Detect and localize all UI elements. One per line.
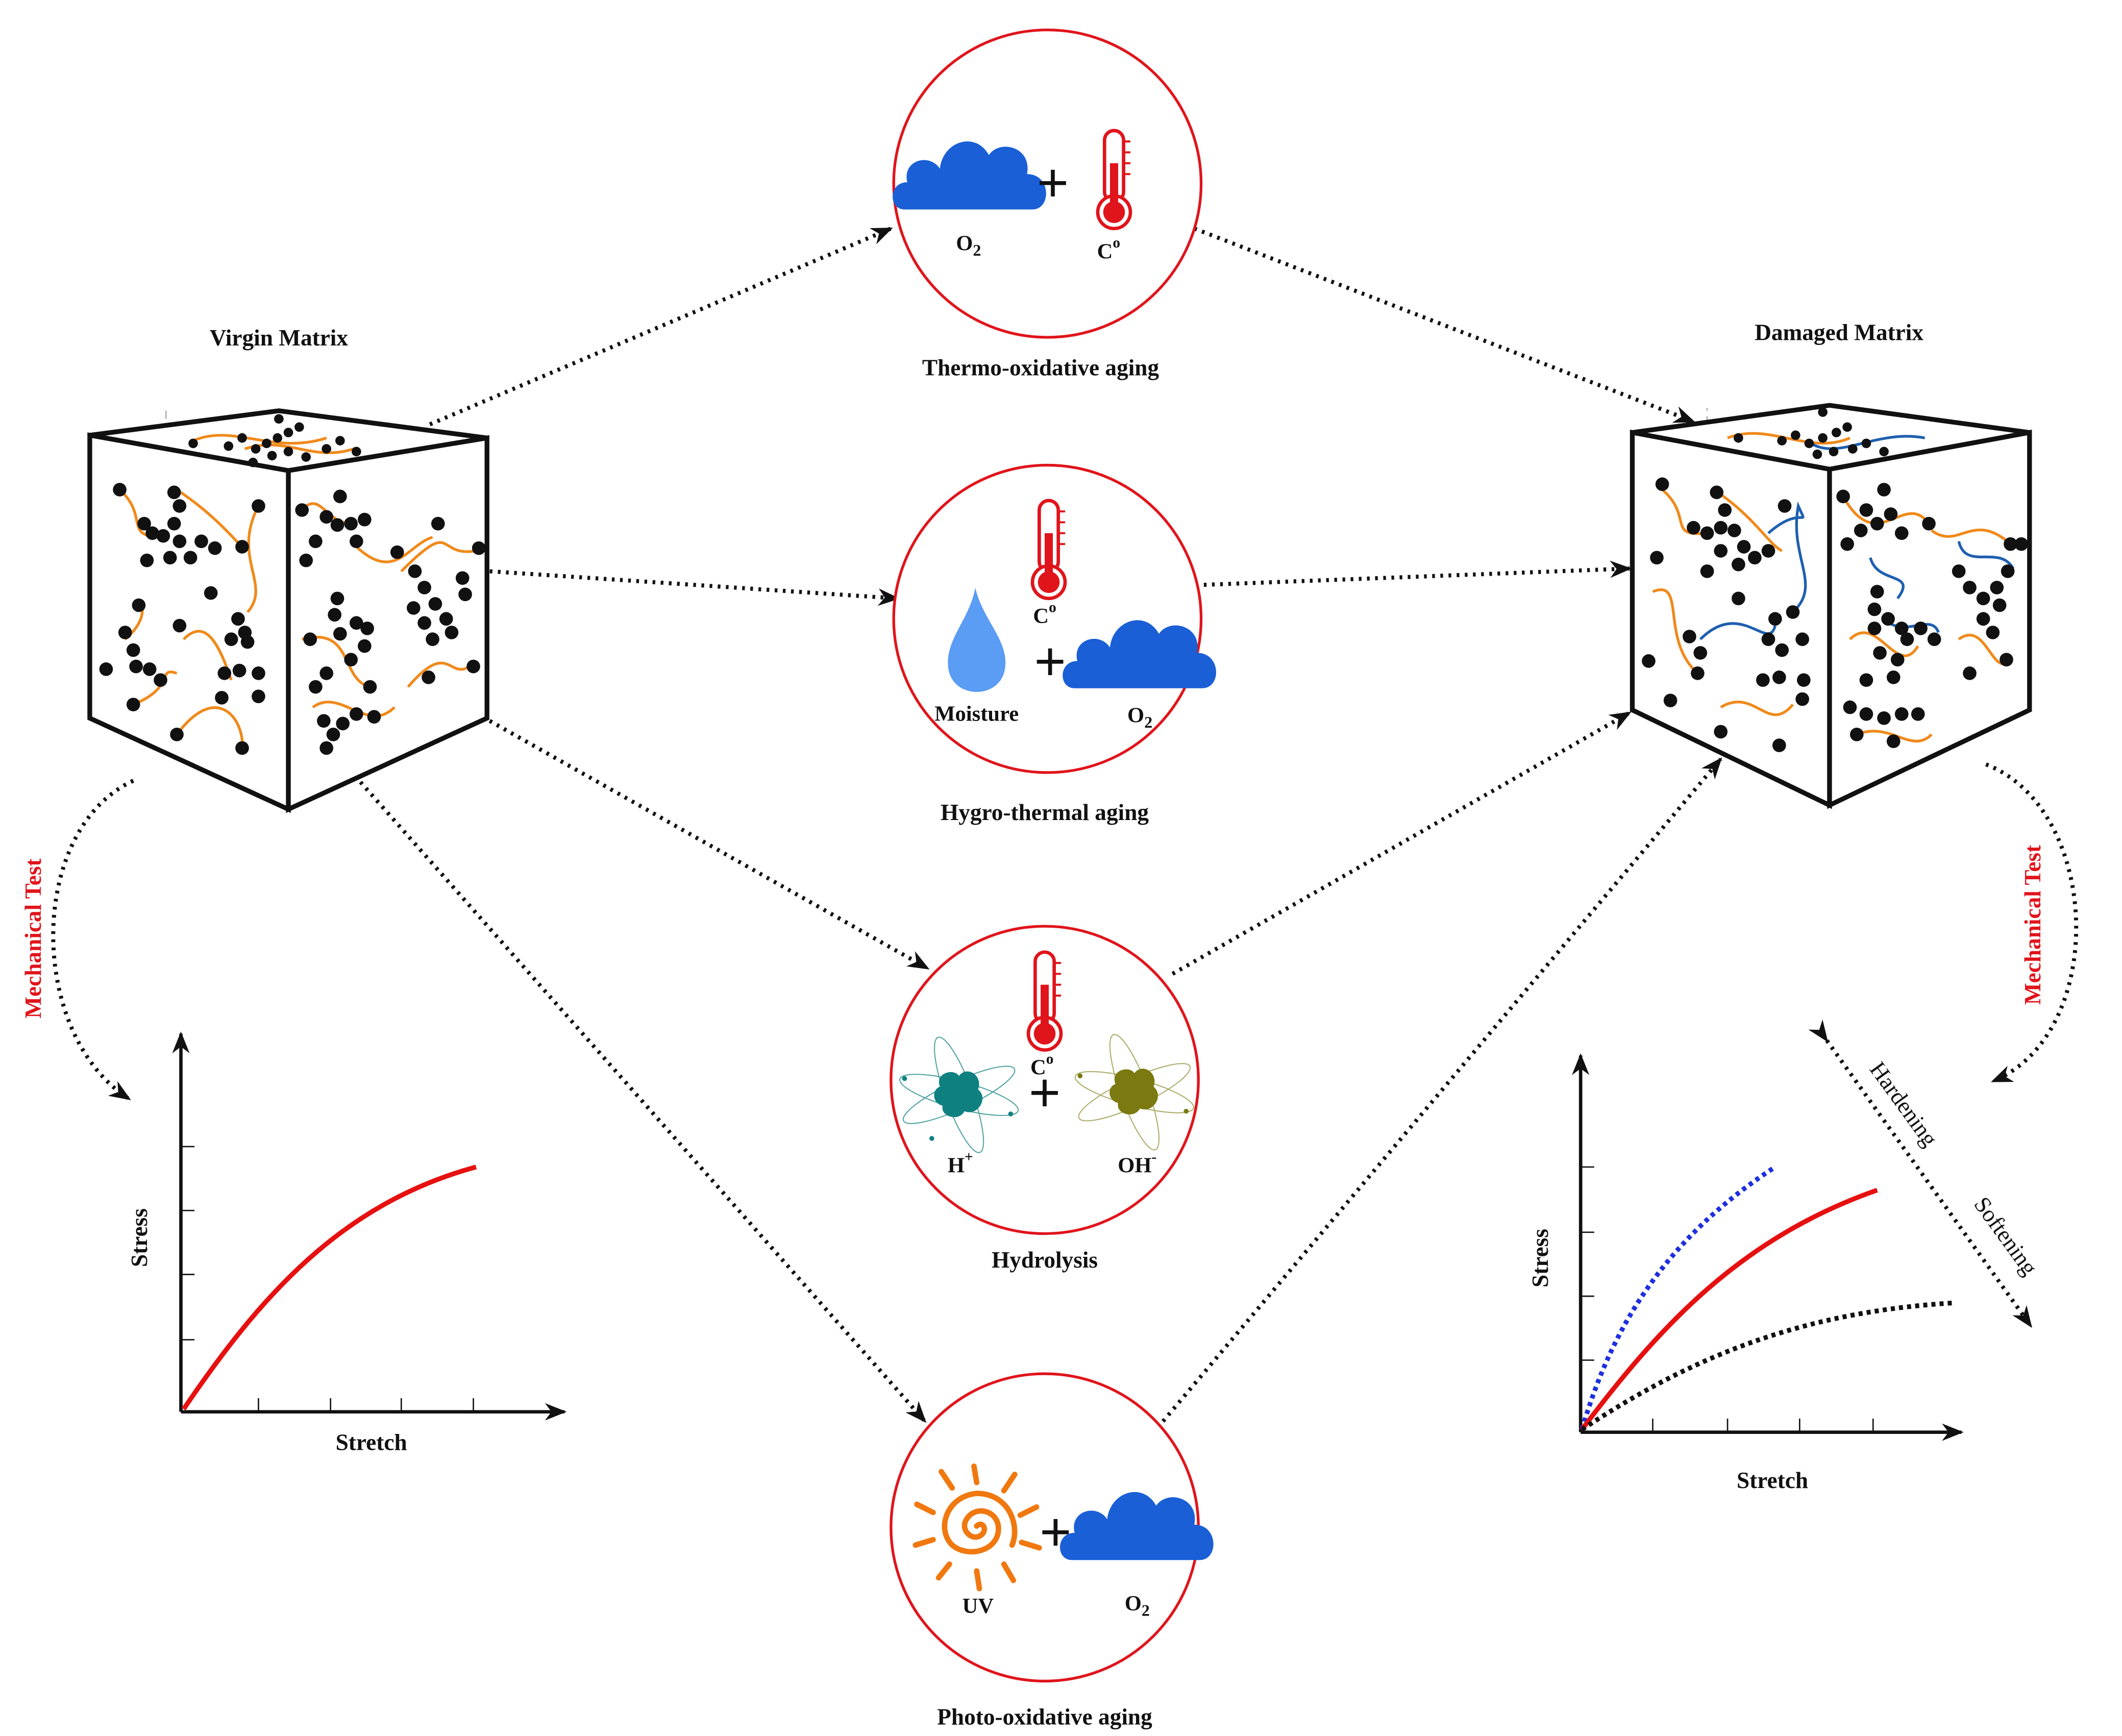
temp-superscript: o xyxy=(1046,1051,1054,1067)
arrow-left-mechanical-test xyxy=(51,779,134,1101)
damaged-stress-stretch-chart: Hardening Softening Stress Stretch xyxy=(1527,1019,2042,1493)
virgin-curve xyxy=(1580,1187,1878,1431)
moisture-label: Moisture xyxy=(934,702,1019,726)
left-mechanical-test-label: Mechanical Test xyxy=(20,858,46,1018)
o2-label: O xyxy=(1127,703,1144,727)
oh-ion-superscript: - xyxy=(1152,1149,1157,1165)
h-ion-label: H xyxy=(948,1154,965,1178)
svg-text:O2: O2 xyxy=(956,231,981,259)
o2-label: O xyxy=(956,231,973,255)
svg-text:O2: O2 xyxy=(1127,703,1152,731)
svg-text:Co: Co xyxy=(1030,1051,1053,1079)
plus-sign: + xyxy=(1034,631,1066,692)
arrow-hydro-to-damaged xyxy=(1171,711,1632,976)
hydrolysis-circle: Co H+ + OH- xyxy=(890,925,1200,1235)
water-drop-icon xyxy=(948,587,1006,692)
y-axis-label: Stress xyxy=(1527,1229,1553,1287)
arrow-virgin-to-photo xyxy=(359,780,927,1423)
h-ion-atom-icon xyxy=(899,1036,1019,1153)
temp-superscript: o xyxy=(1113,235,1120,251)
arrow-virgin-to-hygro xyxy=(489,569,900,606)
hydrolysis-caption: Hydrolysis xyxy=(992,1247,1098,1273)
thermo-oxidative-circle: O2 + Co xyxy=(892,28,1203,339)
broken-chains xyxy=(1699,435,2015,640)
damaged-matrix-title: Damaged Matrix xyxy=(1755,319,1923,345)
temp-label: C xyxy=(1097,239,1113,263)
softening-label: Softening xyxy=(1969,1192,2042,1280)
o2-subscript: 2 xyxy=(1144,713,1152,731)
o2-label: O xyxy=(1125,1592,1142,1616)
svg-text:Co: Co xyxy=(1033,599,1056,628)
o2-subscript: 2 xyxy=(1142,1601,1150,1619)
virgin-stress-stretch-chart: Stress Stretch xyxy=(127,1031,567,1455)
polymer-beads xyxy=(99,414,486,755)
photo-oxidative-caption: Photo-oxidative aging xyxy=(937,1704,1152,1730)
arrow-virgin-to-hydro xyxy=(488,719,930,971)
softening-curve xyxy=(1581,1300,1953,1432)
svg-text:OH-: OH- xyxy=(1118,1149,1156,1177)
x-axis-label: Stretch xyxy=(336,1429,407,1455)
trend-double-arrow xyxy=(1808,1019,2033,1328)
temp-superscript: o xyxy=(1049,599,1056,615)
svg-text:O2: O2 xyxy=(1125,1592,1150,1620)
plus-sign: + xyxy=(1029,1062,1060,1123)
plus-sign: + xyxy=(1037,152,1069,213)
svg-text:Co: Co xyxy=(1097,235,1120,263)
arrow-photo-to-damaged xyxy=(1161,757,1722,1423)
polymer-beads xyxy=(1642,407,2029,752)
h-ion-superscript: + xyxy=(965,1149,973,1165)
hygro-thermal-caption: Hygro-thermal aging xyxy=(941,800,1149,825)
virgin-matrix-title: Virgin Matrix xyxy=(210,325,349,351)
photo-oxidative-circle: UV + O2 xyxy=(890,1372,1214,1683)
virgin-matrix-cube xyxy=(87,408,489,813)
oh-ion-atom-icon xyxy=(1074,1034,1195,1151)
right-mechanical-test-label: Mechanical Test xyxy=(2020,845,2045,1005)
hygro-thermal-circle: Co Moisture + O2 xyxy=(892,463,1216,774)
damaged-matrix-cube xyxy=(1630,403,2032,809)
thermo-oxidative-caption: Thermo-oxidative aging xyxy=(922,355,1159,381)
y-axis-label: Stress xyxy=(127,1208,152,1267)
uv-label: UV xyxy=(963,1594,994,1618)
svg-text:H+: H+ xyxy=(948,1149,973,1177)
oh-ion-label: OH xyxy=(1118,1154,1151,1178)
hardening-label: Hardening xyxy=(1865,1057,1943,1151)
arrow-hygro-to-damaged xyxy=(1203,560,1632,587)
process-arrows xyxy=(51,227,2079,1423)
hardening-curve xyxy=(1580,1165,1776,1430)
arrow-virgin-to-thermo xyxy=(429,227,893,427)
temp-label: C xyxy=(1033,604,1049,628)
x-axis-label: Stretch xyxy=(1737,1468,1808,1493)
virgin-curve xyxy=(181,1164,477,1410)
arrow-thermo-to-damaged xyxy=(1193,227,1696,424)
o2-subscript: 2 xyxy=(973,241,981,259)
uv-sun-icon xyxy=(912,1463,1042,1592)
temp-label: C xyxy=(1030,1056,1046,1080)
